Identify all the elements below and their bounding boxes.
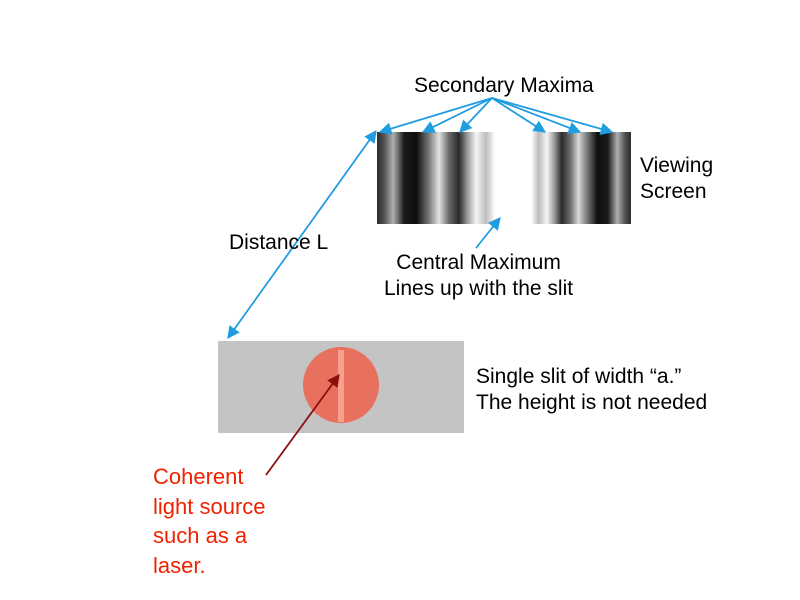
central-maximum-label: Central Maximum Lines up with the slit: [384, 250, 573, 302]
pointer-secondary-1: [378, 97, 493, 135]
light-source-line-4: laser.: [153, 552, 206, 578]
light-source-line-1: Coherent: [153, 464, 244, 489]
light-source-line-2: light source: [153, 493, 266, 519]
central-maximum-line-2: Lines up with the slit: [384, 277, 574, 300]
pointer-secondary-5: [491, 97, 582, 134]
pointer-secondary-3: [459, 97, 493, 133]
fringe-pattern-left: [377, 132, 501, 224]
central-maximum-pointer: [475, 217, 501, 249]
light-source-label: Coherent light source such as a laser.: [153, 462, 266, 580]
pointer-secondary-6: [491, 97, 614, 135]
fringe-pattern-right: [526, 132, 631, 224]
distance-arrow: [227, 129, 377, 340]
central-maximum-line-1: Central Maximum: [396, 251, 561, 274]
viewing-screen-line-2: Screen: [640, 180, 707, 203]
pointer-secondary-4: [491, 97, 547, 133]
slit-description-label: Single slit of width “a.” The height is …: [476, 364, 707, 416]
secondary-maxima-label: Secondary Maxima: [414, 74, 594, 97]
slit-description-line-2: The height is not needed: [476, 391, 708, 414]
slit-description-line-1: Single slit of width “a.”: [476, 365, 682, 388]
pointer-secondary-2: [421, 97, 493, 133]
light-source-line-3: such as a: [153, 523, 248, 548]
viewing-screen-line-1: Viewing: [640, 154, 714, 177]
viewing-screen-label: Viewing Screen: [640, 153, 713, 205]
single-slit: [338, 350, 344, 422]
secondary-maxima-pointers: [378, 97, 614, 135]
light-source-pointer: [265, 373, 340, 476]
distance-label: Distance L: [229, 231, 329, 254]
